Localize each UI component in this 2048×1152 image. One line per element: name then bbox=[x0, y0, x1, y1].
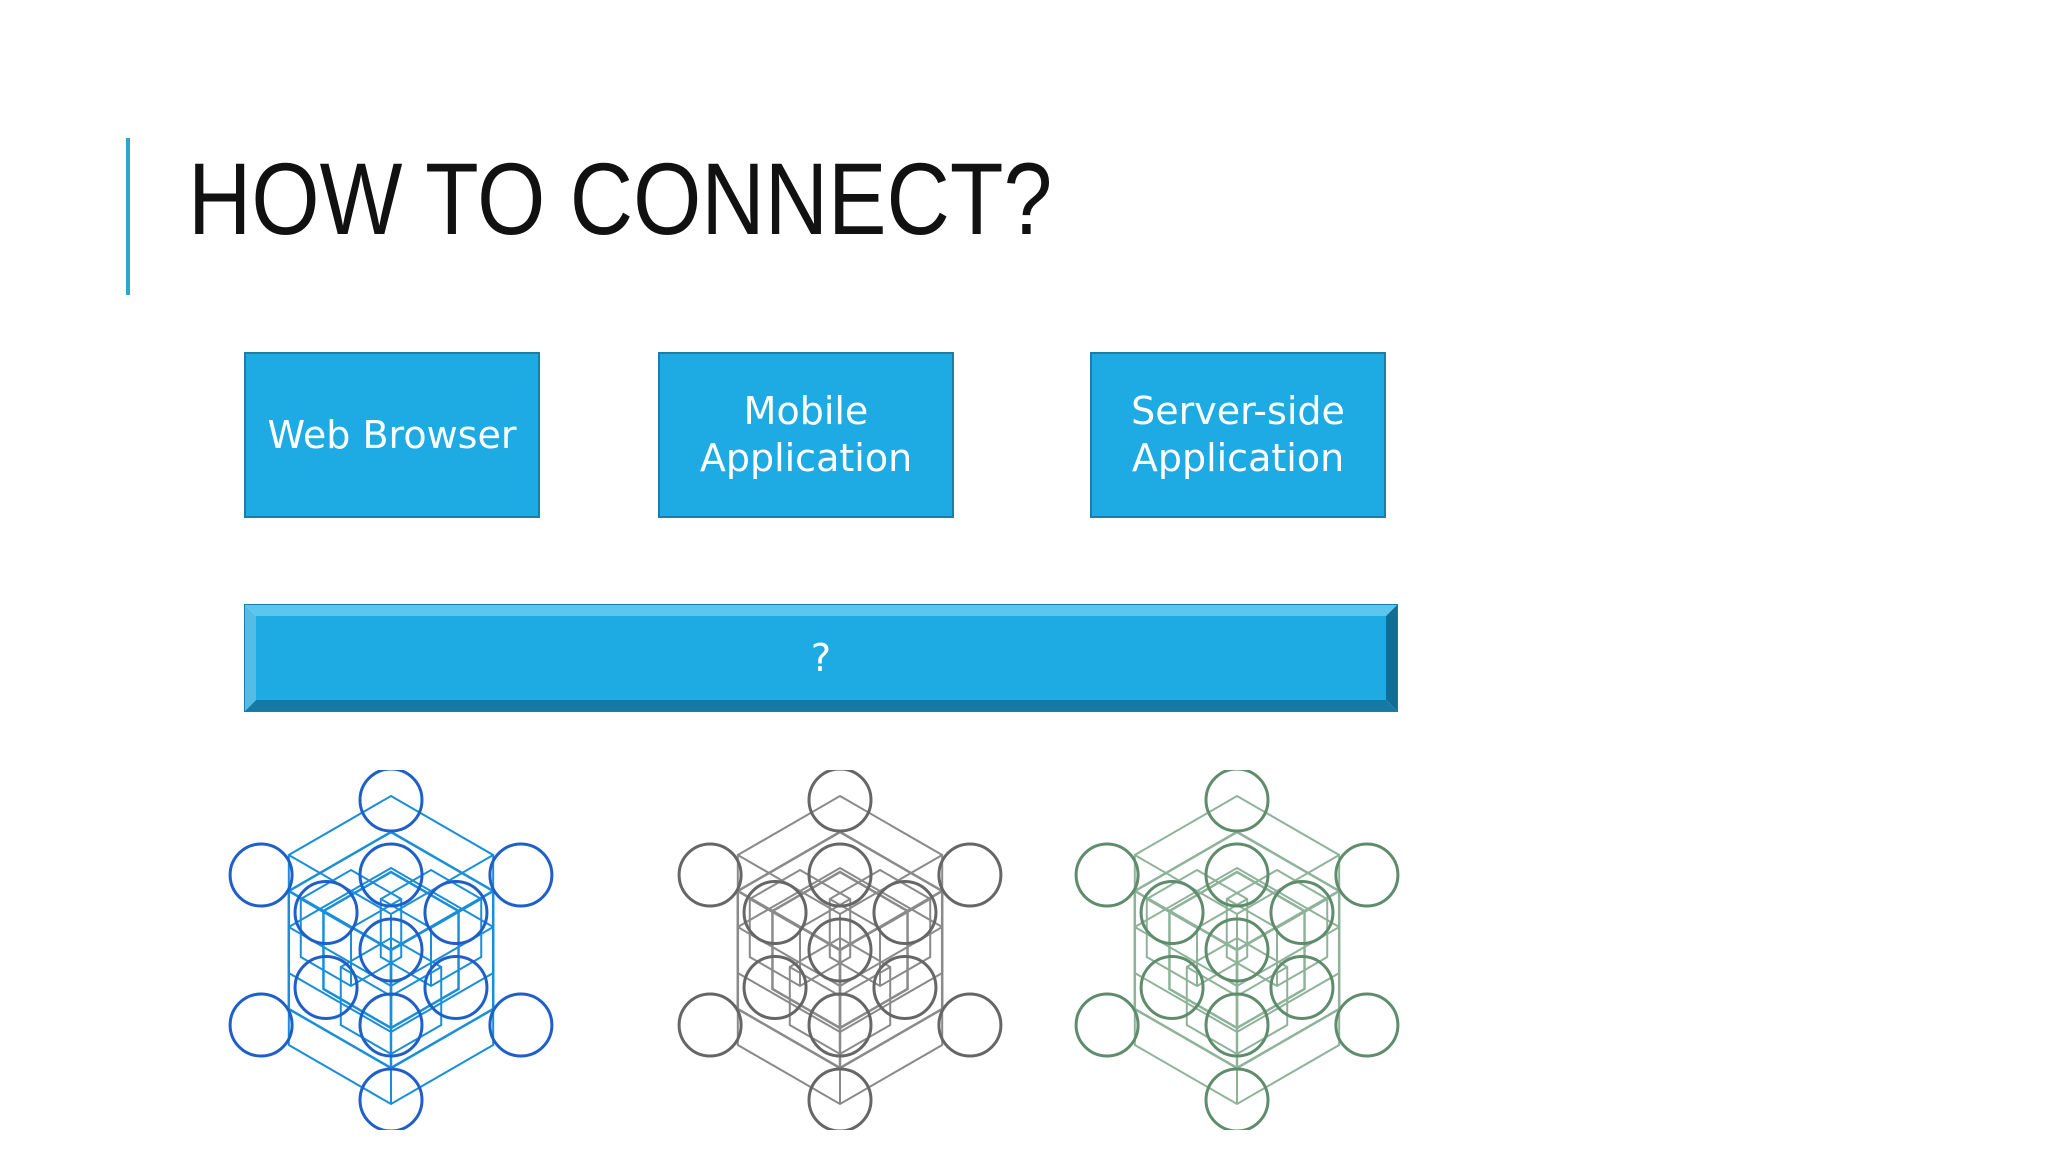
gray-cube-drawing bbox=[677, 767, 1003, 1133]
green-cube-icon bbox=[1072, 767, 1402, 1133]
mobile-application-box: Mobile Application bbox=[658, 352, 954, 518]
blue-cube-icon bbox=[226, 767, 556, 1133]
slide-title: HOW TO CONNECT? bbox=[188, 142, 1053, 256]
bevel-shape bbox=[244, 604, 1398, 712]
server-side-application-label: Server-side Application bbox=[1131, 389, 1345, 480]
web-browser-label: Web Browser bbox=[267, 412, 517, 457]
server-side-application-box: Server-side Application bbox=[1090, 352, 1386, 518]
mobile-application-label: Mobile Application bbox=[699, 389, 913, 480]
title-accent-bar bbox=[126, 138, 130, 295]
gray-cube-icon bbox=[675, 767, 1005, 1133]
blue-cube-drawing bbox=[228, 767, 554, 1133]
connection-layer-bar: ? bbox=[244, 604, 1398, 712]
web-browser-box: Web Browser bbox=[244, 352, 540, 518]
green-cube-drawing bbox=[1074, 767, 1400, 1133]
connection-question-label: ? bbox=[810, 636, 832, 680]
